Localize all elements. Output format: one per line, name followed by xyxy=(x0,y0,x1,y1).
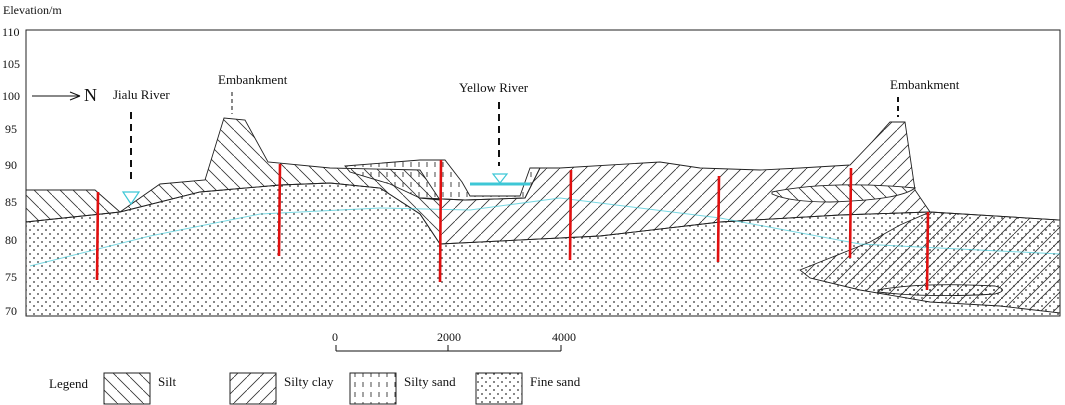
y-tick-80: 80 xyxy=(5,233,17,247)
y-axis-title: Elevation/m xyxy=(3,3,62,17)
y-tick-70: 70 xyxy=(5,304,17,318)
y-tick-100: 100 xyxy=(2,89,20,103)
water-level-marker-jialu xyxy=(121,191,141,206)
silt-lens-fill xyxy=(772,184,915,202)
legend-swatch-silty-clay xyxy=(229,372,277,405)
borehole-2 xyxy=(277,163,282,257)
borehole-1 xyxy=(95,191,100,281)
scale-bar: 0 2000 4000 xyxy=(332,330,576,352)
north-arrow: N xyxy=(32,85,97,105)
scale-tick-0: 0 xyxy=(332,330,338,344)
silty-sand-layer xyxy=(344,159,541,201)
water-table-line xyxy=(29,197,1061,267)
fine-sand-lens xyxy=(877,284,1003,297)
jialu-river-label: Jialu River xyxy=(113,87,170,102)
borehole-4 xyxy=(568,169,573,261)
y-tick-85: 85 xyxy=(5,195,17,209)
scale-tick-2000: 2000 xyxy=(437,330,461,344)
y-axis: Elevation/m 110 105 100 95 90 85 80 75 7… xyxy=(2,3,62,318)
y-tick-90: 90 xyxy=(5,158,17,172)
legend: Legend Silt Silty clay Silty sand Fine s… xyxy=(49,372,581,405)
scale-tick-4000: 4000 xyxy=(552,330,576,344)
legend-label-silt: Silt xyxy=(158,374,176,389)
legend-swatch-fine-sand xyxy=(475,372,523,405)
borehole-7 xyxy=(925,211,930,291)
silty-clay-layer xyxy=(419,121,931,245)
north-label: N xyxy=(84,85,97,105)
borehole-5 xyxy=(716,175,721,263)
y-tick-105: 105 xyxy=(2,57,20,71)
borehole-6 xyxy=(848,167,853,259)
y-tick-95: 95 xyxy=(5,122,17,136)
legend-label-fine-sand: Fine sand xyxy=(530,374,581,389)
water-level-marker-yellow xyxy=(491,173,509,184)
boreholes xyxy=(95,159,930,291)
embankment-left-label: Embankment xyxy=(218,72,288,87)
embankment-right-label: Embankment xyxy=(890,77,960,92)
legend-label-silty-clay: Silty clay xyxy=(284,374,334,389)
y-tick-75: 75 xyxy=(5,270,17,284)
y-tick-110: 110 xyxy=(2,25,20,39)
legend-title: Legend xyxy=(49,376,88,391)
legend-label-silty-sand: Silty sand xyxy=(404,374,456,389)
borehole-3 xyxy=(438,159,443,283)
yellow-river-label: Yellow River xyxy=(459,80,529,95)
legend-swatch-silt xyxy=(103,372,151,405)
legend-swatch-silty-sand xyxy=(349,372,397,405)
